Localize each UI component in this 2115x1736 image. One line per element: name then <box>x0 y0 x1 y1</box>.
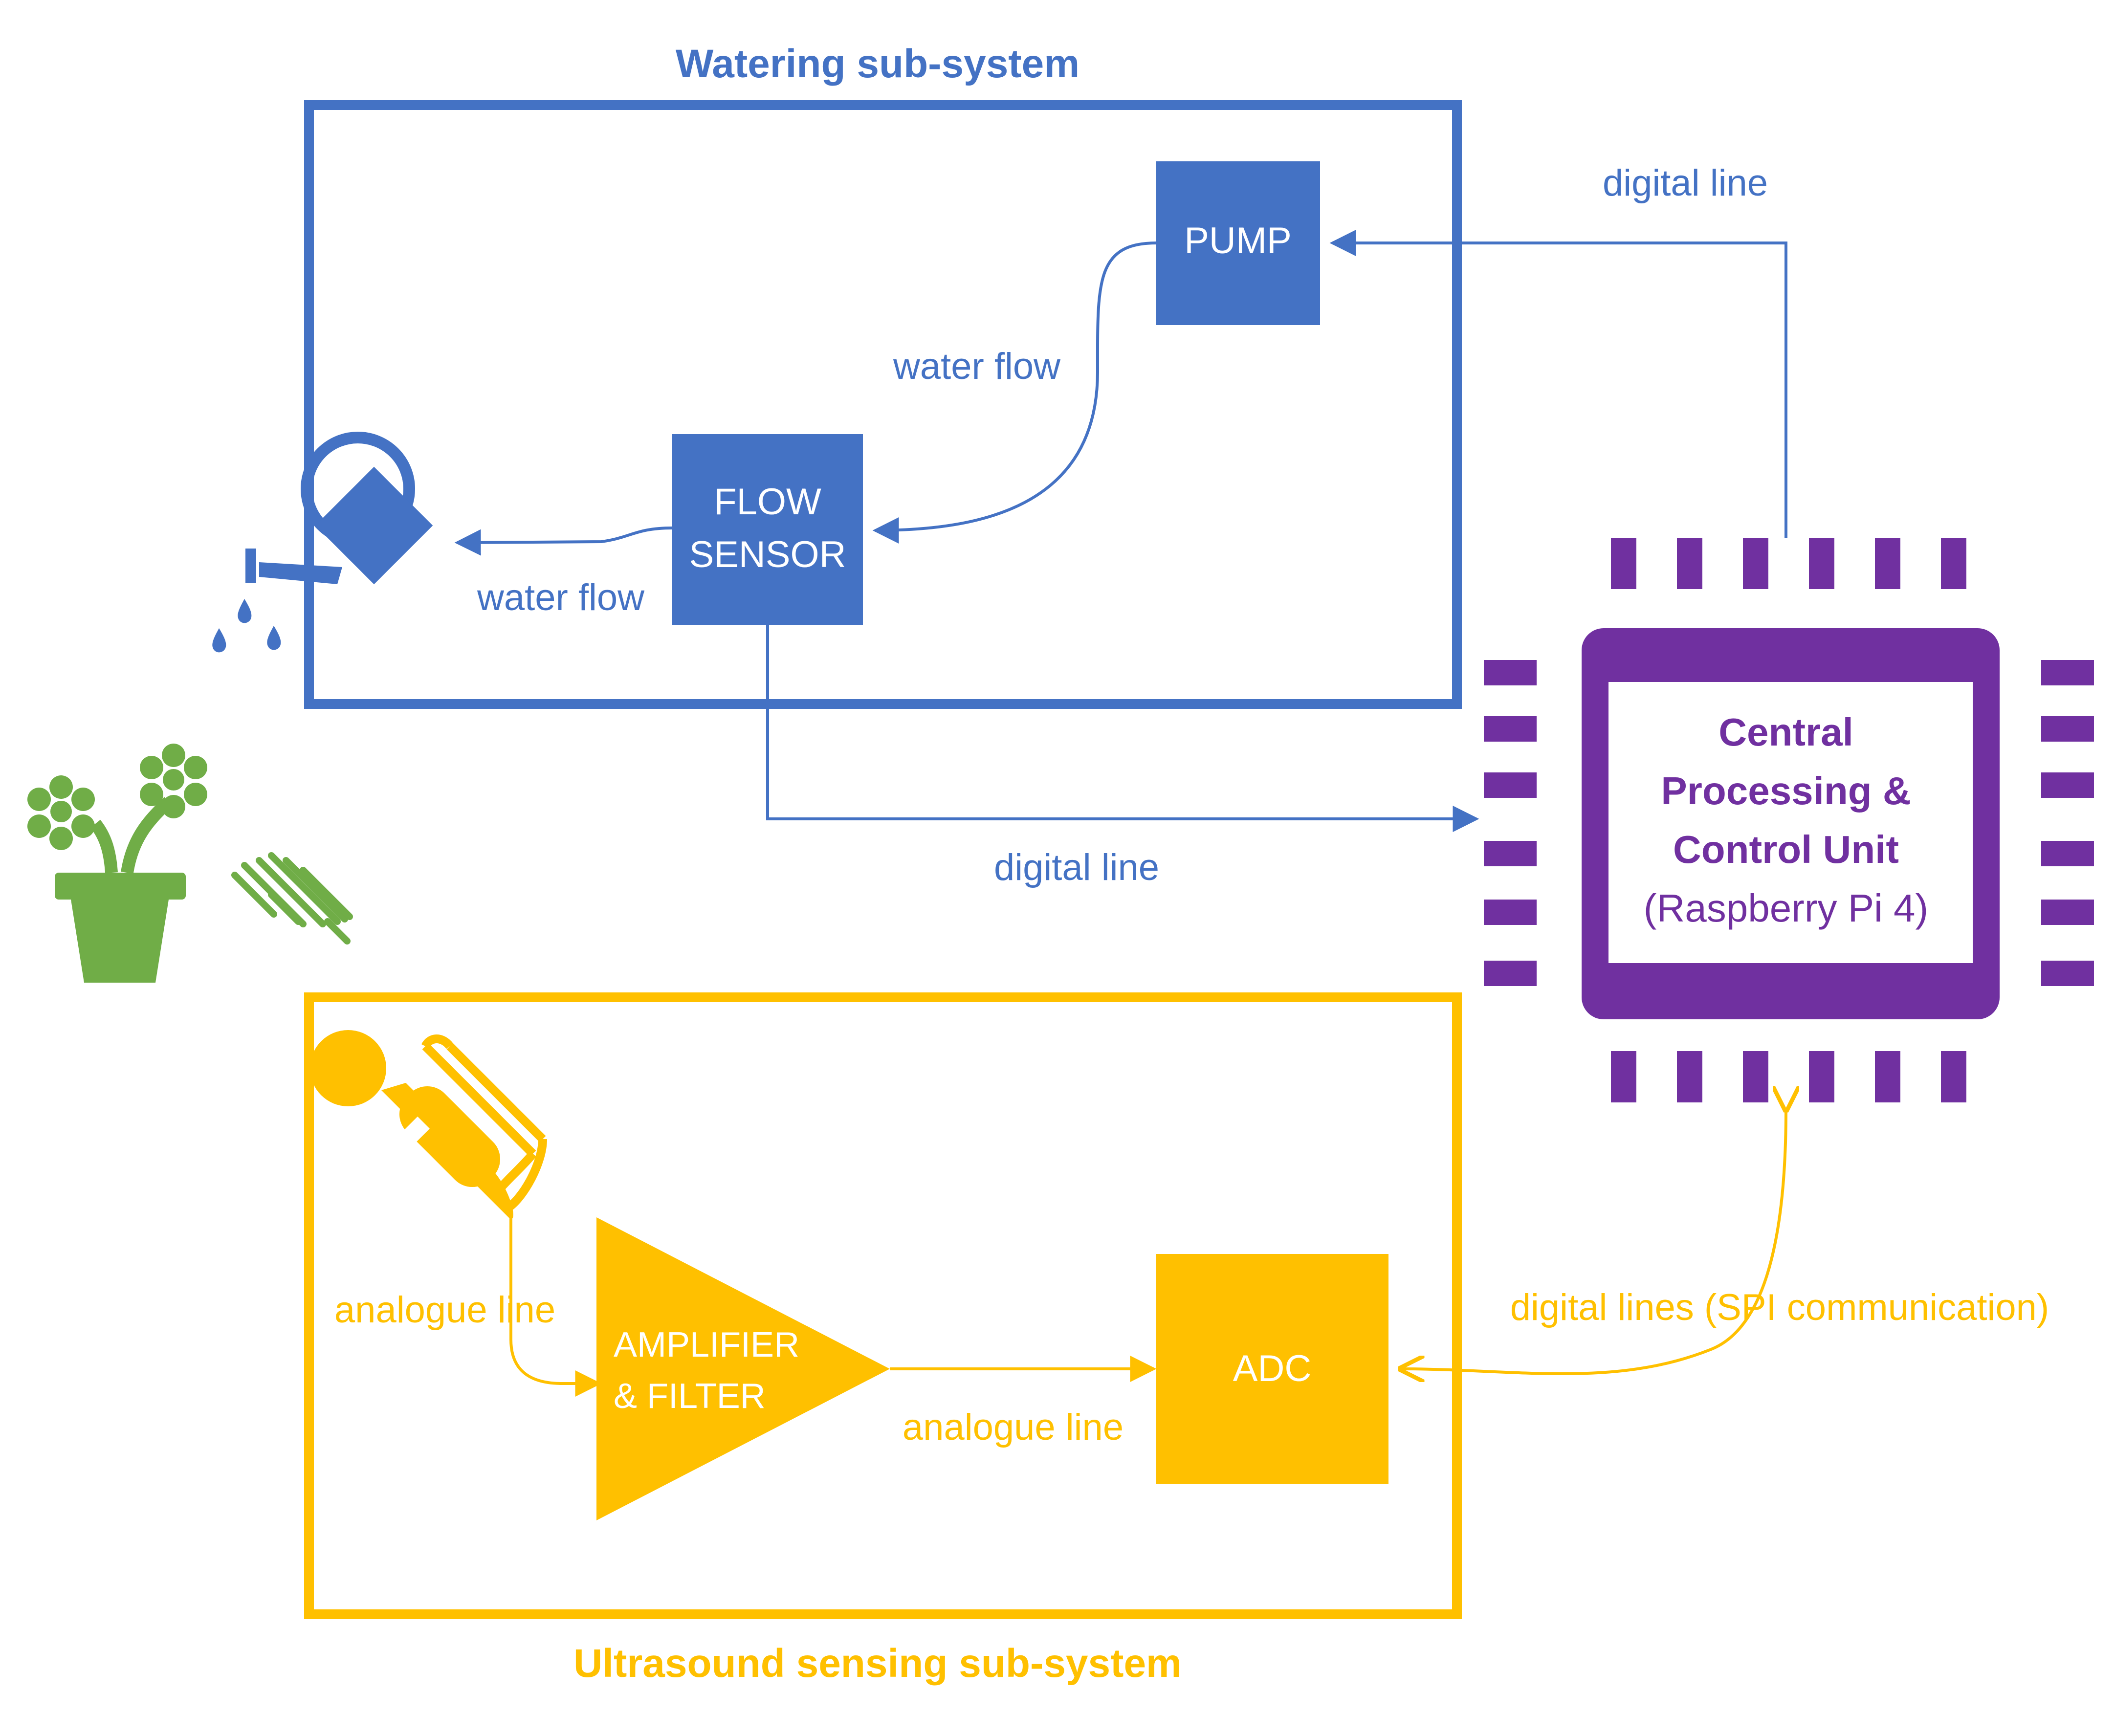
flow-sensor-label-line2: SENSOR <box>689 534 846 575</box>
sound-waves-icon <box>231 852 353 945</box>
water-flow-label-lower: water flow <box>477 577 645 618</box>
watering-subsystem-title: Watering sub-system <box>676 42 1080 86</box>
watering-subsystem-box <box>304 100 1462 709</box>
pump-block: PUMP <box>1156 161 1320 325</box>
pump-label: PUMP <box>1184 220 1292 262</box>
analogue-line-label-mid: analogue line <box>903 1406 1124 1448</box>
ultrasound-subsystem-title: Ultrasound sensing sub-system <box>573 1641 1182 1686</box>
amplifier-filter-block: AMPLIFIER & FILTER <box>596 1217 890 1520</box>
chip-icon: Central Processing & Control Unit (Raspb… <box>1484 538 2094 1102</box>
digital-line-sensor-to-cpu <box>766 625 1479 832</box>
spi-line-adc-cpu <box>1401 1110 1786 1374</box>
water-drops-icon <box>212 599 281 653</box>
flow-sensor-block: FLOW SENSOR <box>672 434 863 625</box>
flow-sensor-label-line1: FLOW <box>714 481 821 523</box>
analogue-line-mic-to-amp <box>509 1208 602 1397</box>
digital-line-label-top: digital line <box>1603 162 1768 204</box>
digital-line-label-bottom: digital line <box>994 847 1159 888</box>
amp-label-line2: & FILTER <box>614 1377 766 1416</box>
analogue-line-label-left: analogue line <box>334 1289 555 1331</box>
water-flow-arrow-pump-to-sensor <box>872 242 1157 544</box>
adc-label: ADC <box>1233 1348 1311 1389</box>
plant-pot-icon <box>27 744 207 983</box>
cpu-label-line4: (Raspberry Pi 4) <box>1644 886 1928 930</box>
cpu-label-line1: Central <box>1718 710 1853 754</box>
microphone-icon <box>310 1030 547 1219</box>
watering-can-icon <box>245 432 433 585</box>
cpu-label-line2: Processing & <box>1661 769 1911 813</box>
digital-lines-spi-label: digital lines (SPI communication) <box>1510 1287 2049 1328</box>
digital-line-cpu-to-pump <box>1329 230 1787 538</box>
adc-block: ADC <box>1156 1254 1388 1484</box>
water-flow-label-upper: water flow <box>893 346 1061 387</box>
amp-label-line1: AMPLIFIER <box>614 1325 799 1364</box>
cpu-label-line3: Control Unit <box>1673 828 1899 871</box>
water-flow-arrow-sensor-to-can <box>454 527 673 556</box>
